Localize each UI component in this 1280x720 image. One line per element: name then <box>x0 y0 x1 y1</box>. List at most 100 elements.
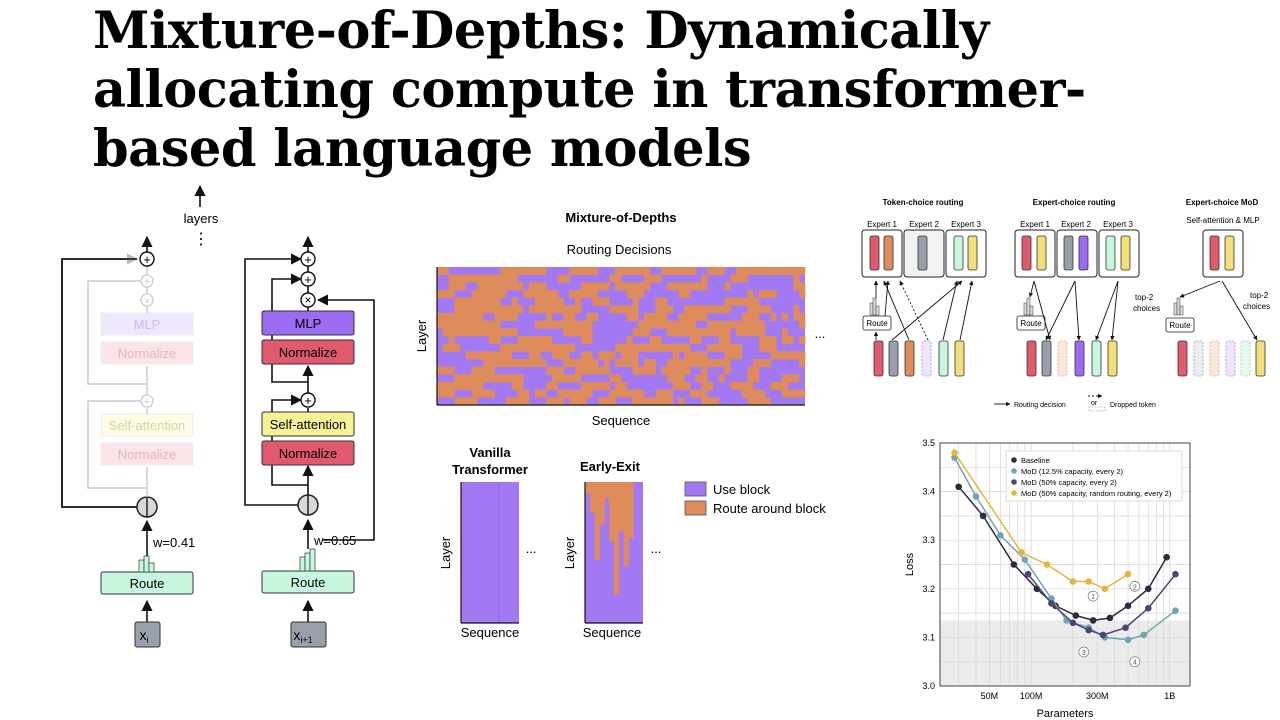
architecture-diagram: layers ⋮ xi Route w=0.41 Normalize Self-… <box>61 184 375 648</box>
y-tick-label: 3.3 <box>922 535 935 545</box>
grid-cell-route-around <box>718 336 731 344</box>
grid-cell-route-around <box>483 297 495 306</box>
grid-cell-route-around <box>632 297 639 306</box>
svg-text:...: ... <box>651 541 662 556</box>
grid-cell-route-around <box>621 351 639 360</box>
grid-cell-route-around <box>483 328 495 337</box>
grid-cell-route-around <box>580 282 599 291</box>
grid-cell-route-around <box>713 359 720 367</box>
grid-cell-route-around <box>655 305 668 314</box>
grid-cell-route-around <box>621 305 639 314</box>
svg-text:Normalize: Normalize <box>279 446 338 461</box>
grid-cell-route-around <box>707 320 720 329</box>
early-exit-column <box>609 482 615 542</box>
grid-cell-route-around <box>609 274 622 283</box>
grid-cell-route-around <box>695 374 708 383</box>
grid-cell-route-around <box>471 328 484 337</box>
svg-text:Early-Exit: Early-Exit <box>580 459 641 474</box>
svg-text:MLP: MLP <box>295 316 322 331</box>
grid-cell-route-around <box>494 359 507 367</box>
grid-cell-route-around <box>529 305 536 314</box>
grid-cell-route-around <box>586 290 599 298</box>
grid-cell-route-around <box>782 374 800 383</box>
data-point <box>1106 614 1114 622</box>
grid-cell-route-around <box>517 336 536 344</box>
grid-cell-route-around <box>615 382 628 390</box>
grid-cell-route-around <box>471 389 490 398</box>
grid-cell-route-around <box>741 313 760 321</box>
grid-cell-route-around <box>477 297 484 306</box>
grid-cell-route-around <box>511 297 518 306</box>
grid-cell-route-around <box>678 267 697 275</box>
early-exit-column <box>618 482 624 532</box>
route-around-label: Route around block <box>713 501 826 516</box>
layers-dots: ⋮ <box>193 231 209 248</box>
svg-text:or: or <box>1091 400 1098 407</box>
grid-cell-route-around <box>534 305 553 314</box>
grid-cell-route-around <box>471 320 478 329</box>
grid-cell-route-around <box>575 297 582 306</box>
grid-cell-route-around <box>782 267 800 275</box>
grid-cell-route-around <box>603 366 610 375</box>
grid-cell-route-around <box>701 397 720 406</box>
mod-xlabel: Sequence <box>592 413 651 428</box>
grid-cell-route-around <box>454 374 472 383</box>
paper-title: Mixture-of-Depths: Dynamically allocatin… <box>93 1 1086 179</box>
grid-cell-route-around <box>557 389 576 398</box>
grid-cell-route-around <box>460 274 467 283</box>
grid-cell-route-around <box>483 359 495 367</box>
grid-cell-route-around <box>730 297 737 306</box>
grid-cell-route-around <box>690 389 708 398</box>
data-point <box>1140 631 1148 639</box>
grid-cell-route-around <box>437 366 444 375</box>
normalize-box-2 <box>100 341 194 365</box>
grid-cell-route-around <box>799 389 806 398</box>
route-around-swatch <box>684 500 707 516</box>
grid-cell-route-around <box>684 305 697 314</box>
mod-title: Mixture-of-Depths <box>565 210 676 225</box>
grid-cell-route-around <box>506 359 513 367</box>
grid-cell-route-around <box>764 305 771 314</box>
x-tick-label: 50M <box>981 691 999 701</box>
grid-cell-route-around <box>598 282 610 291</box>
grid-cell-route-around <box>534 336 553 344</box>
data-point <box>1069 578 1077 585</box>
svg-text:Route: Route <box>866 319 888 328</box>
grid-cell-route-around <box>770 382 789 390</box>
grid-cell-route-around <box>534 290 553 298</box>
grid-cell-route-around <box>626 282 639 291</box>
svg-text:Expert 3: Expert 3 <box>1103 220 1133 229</box>
grid-cell-route-around <box>552 305 564 314</box>
grid-cell-route-around <box>701 382 708 390</box>
grid-cell-route-around <box>488 305 507 314</box>
grid-cell-route-around <box>649 313 668 321</box>
svg-text:top-2: top-2 <box>1250 291 1269 300</box>
annotation-label: 4 <box>1133 660 1137 667</box>
data-point <box>1085 626 1092 634</box>
active-block: xi+1 Route w=0.65 Normalize Self-attenti… <box>244 235 375 648</box>
grid-cell-route-around <box>609 351 616 360</box>
grid-cell-route-around <box>747 397 760 406</box>
grid-cell-route-around <box>793 305 800 314</box>
grid-cell-route-around <box>661 267 679 275</box>
grid-cell-route-around <box>442 343 461 352</box>
grid-cell-route-around <box>442 290 455 298</box>
data-point <box>972 493 980 500</box>
svg-text:Expert-choice MoD: Expert-choice MoD <box>1186 198 1259 207</box>
grid-cell-route-around <box>759 343 777 352</box>
grid-cell-route-around <box>667 328 685 337</box>
mod-routing-grid <box>437 267 806 406</box>
grid-cell-route-around <box>661 366 674 375</box>
grid-cell-route-around <box>500 351 513 360</box>
grid-cell-route-around <box>684 320 697 329</box>
grid-cell-route-around <box>764 397 771 406</box>
data-point <box>1163 553 1170 561</box>
grid-cell-route-around <box>477 320 484 329</box>
grid-cell-route-around <box>523 290 536 298</box>
grid-cell-route-around <box>747 366 760 375</box>
grid-cell-route-around <box>690 336 702 344</box>
grid-cell-route-around <box>695 305 702 314</box>
grid-cell-route-around <box>517 397 530 406</box>
svg-text:top-2: top-2 <box>1135 293 1154 302</box>
data-point <box>1124 636 1132 644</box>
